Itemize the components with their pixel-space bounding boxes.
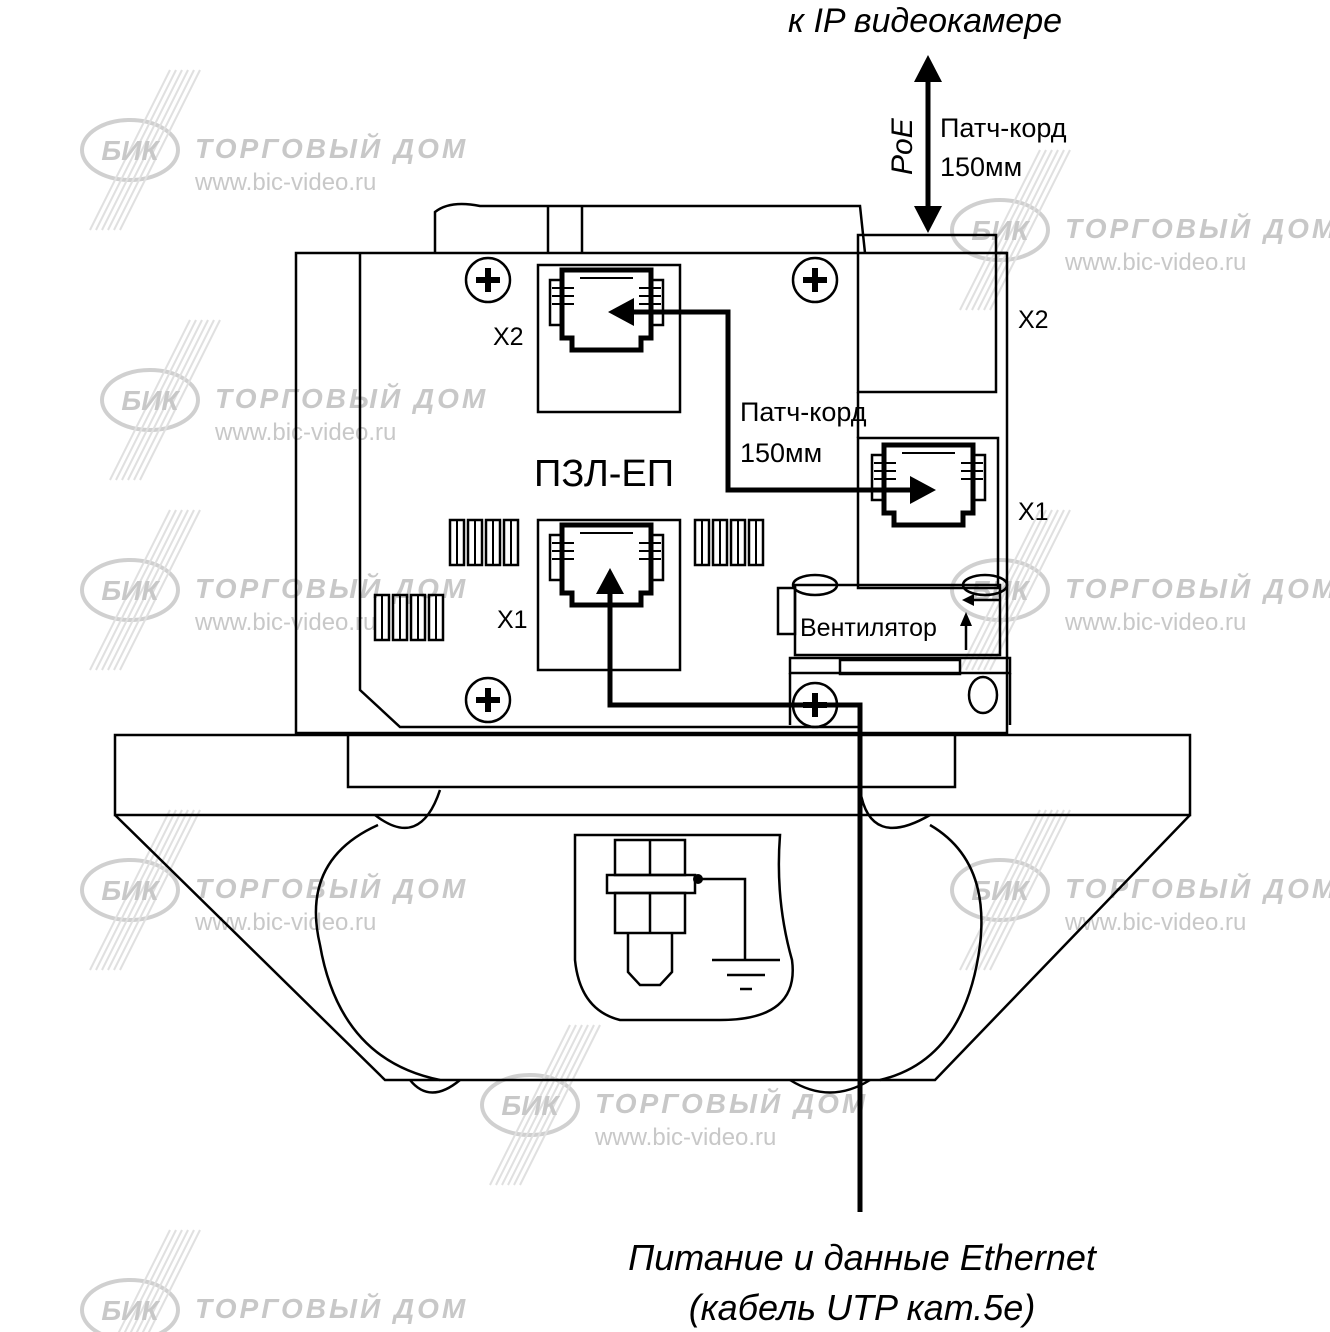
top-connector	[433, 202, 867, 254]
watermark-url: www.bic-video.ru	[194, 609, 376, 636]
board-pzl-ep	[358, 253, 860, 729]
label-cable-type: (кабель UTP кат.5е)	[689, 1287, 1036, 1328]
heat-sinks	[373, 518, 765, 642]
watermark-company: ТОРГОВЫЙ ДОМ	[195, 132, 468, 164]
watermark: БИК ТОРГОВЫЙ ДОМ www.bic-video.ru	[100, 319, 488, 481]
label-poe: PoE	[886, 117, 919, 175]
heat-sink	[693, 518, 765, 567]
watermark-url: www.bic-video.ru	[194, 1329, 376, 1332]
screw-icon	[791, 256, 839, 304]
label-patch-cord-top-length: 150мм	[940, 152, 1022, 182]
board-x2-box	[536, 263, 682, 414]
label-board-x2: X2	[493, 323, 524, 351]
label-patch-cord-mid-length: 150мм	[740, 438, 822, 468]
watermark-url: www.bic-video.ru	[594, 1124, 776, 1151]
ground-bolt	[605, 838, 703, 987]
arrow-left-icon	[608, 298, 634, 326]
watermark-company: ТОРГОВЫЙ ДОМ	[1065, 572, 1330, 604]
watermark-logo: БИК	[101, 575, 160, 606]
label-patch-cord-top: Патч-корд	[940, 113, 1067, 143]
watermark-company: ТОРГОВЫЙ ДОМ	[195, 1292, 468, 1324]
watermark-logo: БИК	[971, 215, 1030, 246]
watermark-logo: БИК	[501, 1090, 560, 1121]
watermark-company: ТОРГОВЫЙ ДОМ	[195, 572, 468, 604]
rj45-jack-icon	[548, 522, 665, 608]
heat-sink	[373, 593, 445, 642]
watermark-logo: БИК	[101, 1295, 160, 1326]
module-x2-box	[856, 233, 998, 394]
rj45-jack-icon	[548, 267, 665, 353]
watermark-logo: БИК	[101, 875, 160, 906]
fan	[776, 573, 1012, 725]
label-power-data: Питание и данные Ethernet	[628, 1237, 1098, 1278]
label-device-name: ПЗЛ-ЕП	[534, 453, 674, 495]
watermark-url: www.bic-video.ru	[1064, 249, 1246, 276]
cable-paths	[596, 55, 942, 1212]
ground-icon	[698, 877, 780, 991]
housing	[294, 251, 1009, 735]
screw-icon	[464, 256, 512, 304]
label-module-x2: X2	[1018, 306, 1049, 334]
arrow-up-icon	[596, 568, 624, 594]
watermark-company: ТОРГОВЫЙ ДОМ	[215, 382, 488, 414]
label-patch-cord-mid: Патч-корд	[740, 397, 867, 427]
mount-base	[113, 733, 1192, 1094]
rj45-jack-icon	[870, 442, 987, 528]
watermark-url: www.bic-video.ru	[214, 419, 396, 446]
watermark-url: www.bic-video.ru	[194, 169, 376, 196]
arrow-right-icon	[910, 476, 936, 504]
watermark-url: www.bic-video.ru	[194, 909, 376, 936]
arrow-up-icon	[914, 55, 942, 82]
screw-icon	[464, 676, 512, 724]
label-fan: Вентилятор	[800, 614, 937, 642]
watermark: БИК ТОРГОВЫЙ ДОМ www.bic-video.ru	[80, 69, 468, 231]
watermark: БИК ТОРГОВЫЙ ДОМ www.bic-video.ru	[80, 809, 468, 971]
watermark: БИК ТОРГОВЫЙ ДОМ www.bic-video.ru	[950, 149, 1330, 311]
label-board-x1: X1	[497, 606, 528, 634]
watermark-company: ТОРГОВЫЙ ДОМ	[1065, 872, 1330, 904]
watermark: БИК ТОРГОВЫЙ ДОМ www.bic-video.ru	[80, 1229, 468, 1332]
watermark-url: www.bic-video.ru	[1064, 909, 1246, 936]
module-x1-box	[856, 436, 1000, 590]
label-module-x1: X1	[1018, 498, 1049, 526]
heat-sink	[448, 518, 520, 567]
watermark-company: ТОРГОВЫЙ ДОМ	[1065, 212, 1330, 244]
label-to-camera: к IP видеокамере	[788, 2, 1062, 40]
watermark-logo: БИК	[101, 135, 160, 166]
watermark: БИК ТОРГОВЫЙ ДОМ www.bic-video.ru	[80, 509, 468, 671]
watermark-logo: БИК	[121, 385, 180, 416]
watermark-url: www.bic-video.ru	[1064, 609, 1246, 636]
airflow-arrow-icon	[962, 594, 974, 606]
arrow-down-icon	[914, 206, 942, 233]
watermark-company: ТОРГОВЫЙ ДОМ	[195, 872, 468, 904]
airflow-arrow-icon	[960, 612, 972, 626]
rj45-jacks	[548, 267, 987, 608]
